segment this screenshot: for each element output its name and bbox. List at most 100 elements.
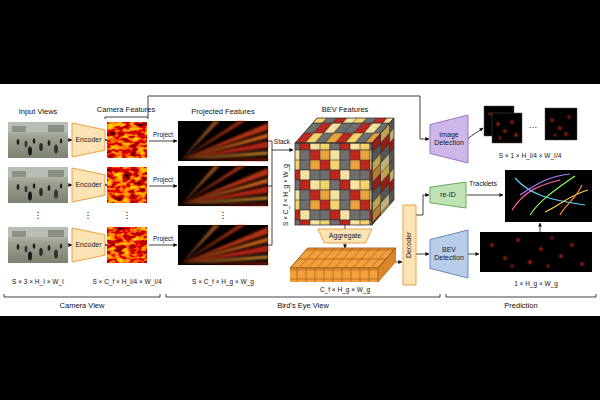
node-text: Image Detection <box>432 131 466 146</box>
illustration-part <box>571 244 574 247</box>
dimension-label: 1 × H_g × W_g <box>514 280 558 287</box>
illustration-part <box>511 265 513 267</box>
illustration-part <box>551 116 571 137</box>
projected-feature-map <box>178 166 268 206</box>
ellipsis: ⋮ <box>84 211 93 221</box>
ellipsis: … <box>529 121 538 131</box>
tracklet-map <box>505 170 592 222</box>
section-label: Bird's Eye View <box>277 302 329 310</box>
dimension-label: S × C_f × H_g × W_g <box>282 164 289 226</box>
input-view <box>8 227 68 263</box>
camera-feature-map <box>107 122 147 158</box>
illustration-part <box>512 174 588 215</box>
column-title: Input Views <box>19 108 58 116</box>
illustration-part <box>372 118 394 225</box>
detection-head-shape <box>430 230 468 278</box>
reid-out <box>467 195 503 196</box>
dimension-label: S × 3 × H_I × W_I <box>12 278 64 285</box>
illustration-part <box>492 113 522 143</box>
bev-heatmap <box>480 232 592 272</box>
illustration-part <box>491 244 494 247</box>
illustration-part <box>496 122 499 125</box>
connector-arrow <box>416 195 429 215</box>
encoder-block-shape <box>72 228 105 262</box>
illustration-part <box>511 121 514 124</box>
encoder-block: Encoder <box>72 123 105 157</box>
section-label: Prediction <box>504 302 537 310</box>
input-view <box>8 167 68 203</box>
illustration-part <box>551 237 554 240</box>
encoder-block: Encoder <box>72 168 105 202</box>
illustration-part <box>581 263 584 266</box>
illustration-part <box>68 245 72 246</box>
detection-out <box>467 128 483 139</box>
node-text: BEV Detection <box>432 246 466 261</box>
detection-head: BEV Detection <box>430 230 468 278</box>
column-title: Projected Features <box>191 108 254 116</box>
illustration-part <box>372 118 394 225</box>
illustration-part <box>504 130 507 133</box>
illustration-part <box>295 143 372 225</box>
illustration-part <box>491 237 584 268</box>
section-label: Camera View <box>60 302 105 310</box>
section-bands <box>4 294 596 297</box>
ellipsis: ⋮ <box>219 211 228 221</box>
illustration-part <box>149 186 177 187</box>
encoder-block: Encoder <box>72 228 105 262</box>
bev-feature-slab <box>290 248 396 282</box>
illustration-part <box>559 254 562 257</box>
camera-feature-map <box>107 227 147 263</box>
node-text: Encoder <box>75 241 101 249</box>
illustration-part <box>517 239 520 242</box>
column-title: BEV Features <box>322 106 369 114</box>
column-title: Camera Features <box>97 106 155 114</box>
ellipsis: ⋮ <box>34 211 43 221</box>
illustration-part <box>372 118 394 225</box>
illustration-part <box>568 116 571 119</box>
bev-to-tracklets <box>540 223 541 232</box>
dimension-label: S × C_f × H_I/4 × W_I/4 <box>92 278 161 285</box>
reid-head-shape <box>430 182 466 208</box>
ellipsis: ⋮ <box>123 211 132 221</box>
illustration-part <box>290 248 396 268</box>
illustration-part <box>68 140 72 141</box>
illustration-part <box>149 245 177 246</box>
dimension-label: S × 1 × H_I/4 × W_I/4 <box>499 152 562 159</box>
dimension-label: S × C_f × H_g × W_g <box>192 278 254 285</box>
illustration-part <box>514 133 517 136</box>
aggregate-in <box>345 225 346 229</box>
projected-feature-map <box>178 225 268 265</box>
illustration-part <box>528 260 531 263</box>
connector-arrow <box>416 254 429 255</box>
encoder-block-shape <box>72 123 105 157</box>
arrow-label: Project <box>153 176 173 183</box>
bev-feature-cube <box>295 118 394 225</box>
project-arrows <box>149 141 177 245</box>
stack-arrow <box>272 150 293 151</box>
illustration-part <box>489 113 518 139</box>
illustration-part <box>540 248 543 251</box>
node-text: Decoder <box>406 232 414 258</box>
output-label: Tracklets <box>469 180 497 188</box>
aggregate-block-shape <box>318 229 372 243</box>
illustration-part <box>530 176 575 215</box>
arrow-label: Project <box>153 235 173 242</box>
illustration-part <box>290 248 396 268</box>
illustration-part <box>558 126 561 129</box>
input-view <box>8 122 68 158</box>
stack-bracket <box>268 141 272 245</box>
image-heatmaps <box>484 106 577 143</box>
bev-out <box>467 254 479 255</box>
illustration-part <box>551 119 554 122</box>
illustration-part <box>499 137 501 139</box>
illustration-part <box>503 256 506 259</box>
arrow-label: Stack <box>274 138 290 145</box>
illustration-part <box>68 185 72 186</box>
camera-bracket <box>105 117 148 119</box>
reid-head: re-ID <box>430 182 466 208</box>
node-text: Encoder <box>75 136 101 144</box>
